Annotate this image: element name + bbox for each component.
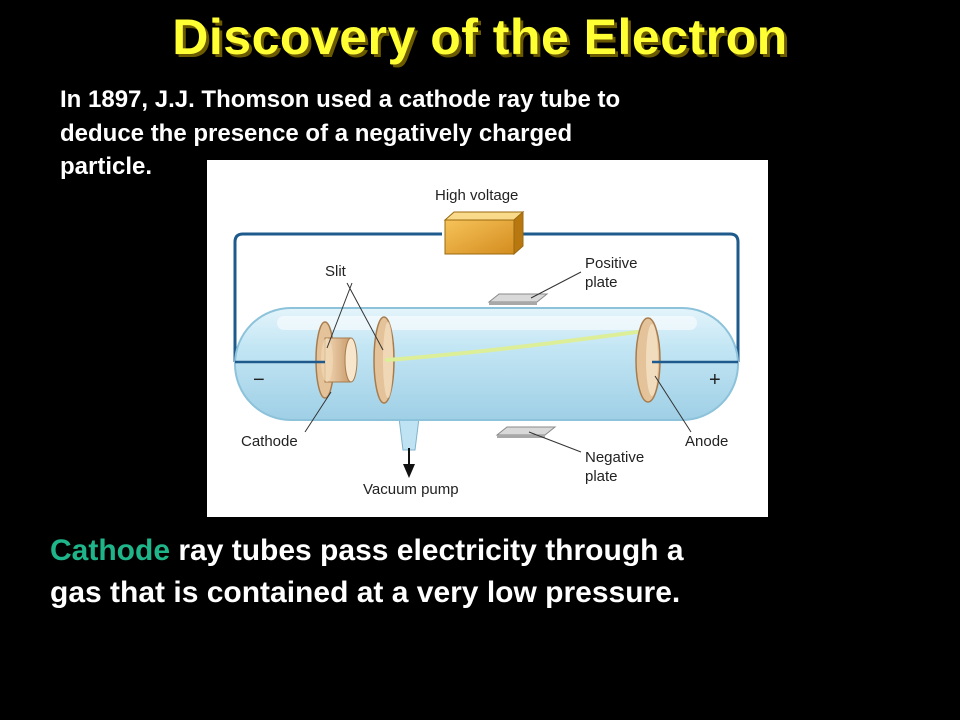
- circuit-wire: [233, 232, 740, 362]
- intro-line-1: In 1897, J.J. Thomson used a cathode ray…: [60, 86, 621, 113]
- label-cathode: Cathode: [241, 433, 298, 450]
- label-negative-terminal: −: [253, 369, 265, 391]
- positive-plate: [487, 293, 549, 305]
- label-vacuum-pump: Vacuum pump: [363, 481, 459, 498]
- negative-plate: [495, 426, 557, 438]
- slide-title: Discovery of the Electron: [172, 9, 788, 65]
- caption-paragraph: Cathode ray tubes pass electricity throu…: [50, 530, 930, 614]
- caption-line-2: gas that is contained at a very low pres…: [50, 576, 681, 609]
- caption-line-1: Cathode ray tubes pass electricity throu…: [50, 530, 930, 572]
- vacuum-pump-stem: [398, 417, 420, 478]
- label-positive-plate-2: plate: [585, 274, 618, 291]
- label-positive-terminal: +: [709, 369, 721, 391]
- label-positive-plate-1: Positive: [585, 255, 638, 272]
- intro-line-2: deduce the presence of a negatively char…: [60, 119, 573, 147]
- caption-line-1-rest: ray tubes pass electricity through a: [170, 534, 684, 567]
- cathode-ray-tube-diagram: High voltage Slit Positive plate − + Cat…: [207, 160, 768, 517]
- anode: [635, 317, 661, 403]
- label-negative-plate-2: plate: [585, 468, 618, 485]
- leader-lines: [304, 271, 692, 453]
- intro-line-3: particle.: [60, 153, 153, 181]
- intro-paragraph: In 1897, J.J. Thomson used a cathode ray…: [60, 83, 820, 184]
- diagram-svg: High voltage Slit Positive plate − + Cat…: [233, 187, 740, 498]
- label-slit: Slit: [325, 263, 347, 280]
- high-voltage-supply: [443, 210, 525, 256]
- label-high-voltage: High voltage: [435, 187, 518, 204]
- label-negative-plate-1: Negative: [585, 449, 644, 466]
- cathode: [315, 321, 358, 399]
- caption-highlight-cathode: Cathode: [50, 534, 170, 567]
- electron-beam: [385, 330, 639, 362]
- label-anode: Anode: [685, 433, 728, 450]
